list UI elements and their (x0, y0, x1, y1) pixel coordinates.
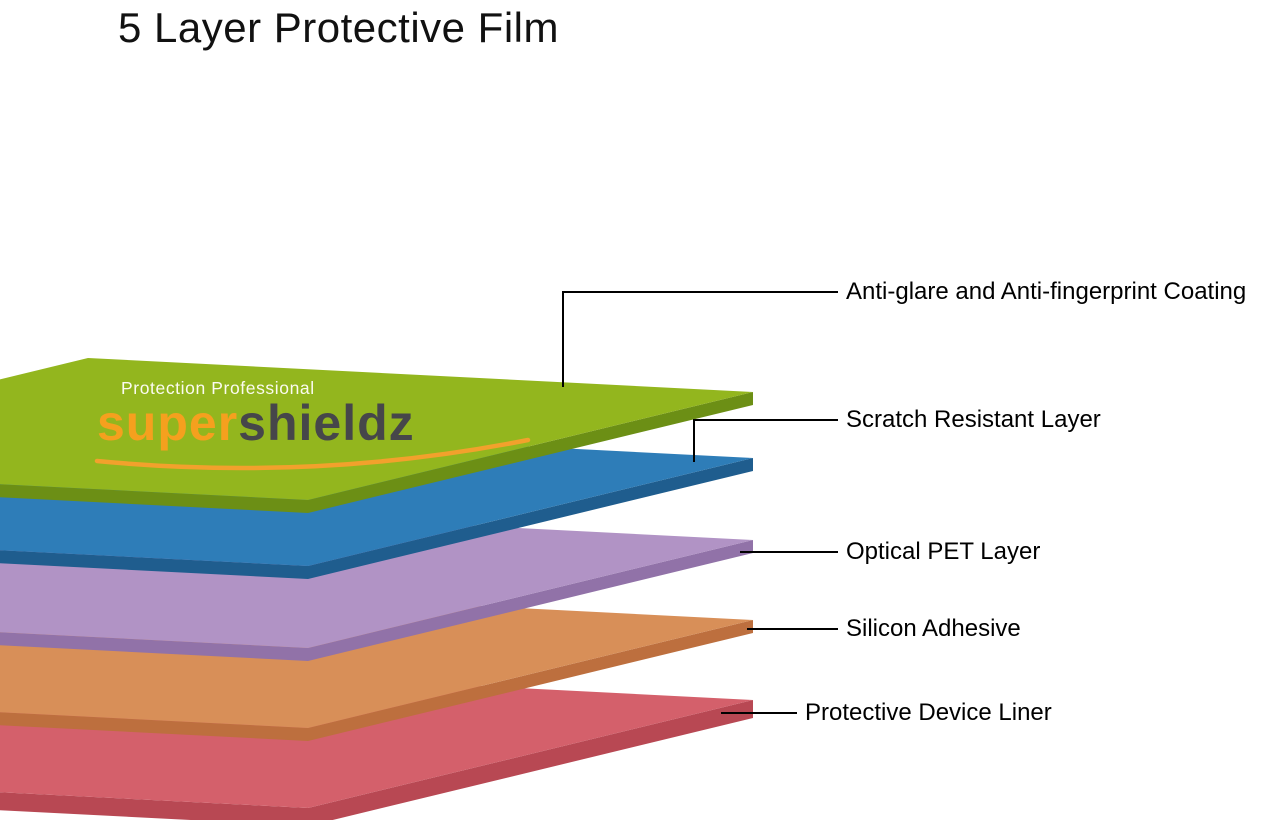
layer1-top-face (0, 358, 753, 500)
label-silicon-adhesive: Silicon Adhesive (846, 615, 1021, 642)
callout-line-anti-glare (562, 291, 838, 387)
brand-logo-shieldz: shieldz (238, 395, 415, 451)
callout-line-scratch-resistant (693, 419, 838, 462)
layer1-left-edge (0, 484, 308, 513)
layer5-left-edge (0, 792, 308, 820)
logo-swoosh (94, 437, 531, 471)
layer1-front-edge (308, 392, 753, 513)
label-scratch-resistant: Scratch Resistant Layer (846, 406, 1101, 433)
layer5-front-edge (308, 700, 753, 820)
layer2-front-edge (308, 458, 753, 579)
layer4-left-edge (0, 712, 308, 741)
layer3-left-edge (0, 632, 308, 661)
layer4-front-edge (308, 620, 753, 741)
brand-logo: supershieldz (97, 396, 415, 451)
label-device-liner: Protective Device Liner (805, 699, 1052, 726)
layer-anti-glare-coating (0, 358, 753, 513)
label-optical-pet: Optical PET Layer (846, 538, 1041, 565)
layer3-front-edge (308, 540, 753, 661)
brand-logo-super: super (97, 395, 239, 451)
logo-tagline: Protection Professional (121, 378, 315, 398)
label-anti-glare-coating: Anti-glare and Anti-fingerprint Coating (846, 278, 1247, 305)
layer2-left-edge (0, 550, 308, 579)
page-title: 5 Layer Protective Film (118, 4, 559, 51)
